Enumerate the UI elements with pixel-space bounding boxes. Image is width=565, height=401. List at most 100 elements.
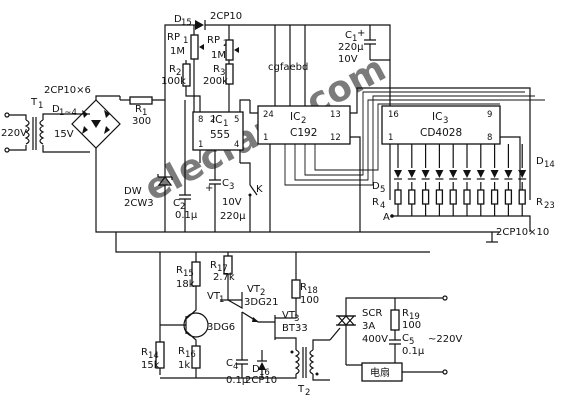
vt1-ref: VT — [207, 291, 221, 302]
d5-sub: 5 — [380, 185, 385, 195]
array-diode — [518, 170, 527, 178]
ic3-sub: 3 — [443, 116, 448, 126]
rp1-value: 1M — [170, 46, 185, 57]
c1-sub: 1 — [352, 34, 357, 44]
array-diode — [463, 170, 471, 178]
t1-sub: 1 — [38, 101, 43, 111]
ic2-pin-12: 12 — [330, 133, 341, 143]
potentiometer-rp2 — [225, 39, 234, 61]
array-diode — [449, 170, 458, 178]
zener-ref: DW — [124, 186, 142, 197]
d16-ref: D — [252, 364, 260, 375]
r16-ref: R — [178, 346, 185, 357]
d14-ref: D — [536, 156, 544, 167]
array-resistor — [518, 189, 526, 205]
r17-ref: R — [210, 260, 217, 271]
t2-ref: T — [297, 384, 305, 395]
zener-type: 2CW3 — [124, 198, 154, 209]
trigger-section: R 15 18k R 17 2.7k VT 2 3DG21 R 18 100 V… — [141, 252, 330, 398]
r14-sub: 14 — [148, 351, 159, 361]
d16-sub: 16 — [259, 368, 270, 378]
ic1-555 — [192, 111, 244, 151]
r15-ref: R — [176, 265, 183, 276]
vt1-sub: 1 — [219, 295, 224, 305]
vt3-sub: 3 — [294, 314, 299, 324]
ic2-type: C192 — [290, 127, 317, 139]
c1-value: 220μ — [338, 42, 364, 53]
secondary-voltage-label: 15V — [54, 129, 74, 140]
diode-resistor-pair — [421, 144, 430, 216]
array-resistor — [490, 189, 499, 205]
transformer-t2 — [294, 347, 315, 378]
r19-value: 100 — [402, 320, 421, 331]
diode-resistor-pair — [490, 144, 499, 216]
r14-value: 15k — [141, 360, 160, 371]
r23-ref: R — [536, 197, 543, 208]
vt2-type: 3DG21 — [244, 297, 279, 308]
r1-ref: R — [135, 104, 142, 115]
potentiometer-rp1 — [190, 34, 199, 60]
load-label: 电扇 — [370, 366, 390, 379]
ac-voltage: ~220V — [428, 334, 462, 345]
array-resistor — [449, 189, 457, 205]
c3-volt: 10V — [222, 197, 242, 208]
ic1-pin-4: 4 — [234, 140, 239, 150]
d15-type: 2CP10 — [210, 11, 242, 22]
transistor-vt1 — [183, 312, 209, 338]
c2-value: 0.1μ — [175, 210, 198, 221]
c4-sub: 4 — [233, 362, 238, 372]
r3-sub: 3 — [220, 68, 225, 78]
d5-ref: D — [372, 181, 380, 192]
r23-sub: 23 — [544, 201, 555, 211]
c5-value: 0.1μ — [402, 346, 425, 357]
ic2-pin-1: 1 — [263, 133, 268, 143]
segment-labels: cgfaebd — [268, 62, 308, 73]
vt2-ref: VT — [247, 284, 261, 295]
array-diode — [490, 170, 499, 178]
array-resistor — [477, 189, 485, 205]
rp1-ref: RP — [167, 32, 180, 43]
r4-ref: R — [372, 197, 379, 208]
ic1-pin-5: 5 — [234, 115, 239, 125]
diode-d16 — [258, 362, 266, 370]
r15-value: 18k — [176, 279, 195, 290]
array-diode — [407, 170, 416, 178]
ic1-pin-1: 1 — [198, 140, 203, 150]
vt1-type: 3DG6 — [207, 322, 235, 333]
ac-terminal-top — [442, 295, 448, 301]
ic2-c192 — [257, 105, 351, 145]
r19-sub: 19 — [409, 312, 420, 322]
t1-ref: T — [30, 97, 38, 108]
scr-voltage: 400V — [362, 334, 388, 345]
r16-sub: 16 — [185, 350, 196, 360]
resistor-r16 — [191, 345, 201, 369]
rectifier-ref: D — [52, 104, 60, 115]
array-diode — [476, 170, 485, 178]
ic1-type: 555 — [210, 129, 230, 141]
r3-ref: R — [213, 64, 220, 75]
diode-resistor-array — [394, 144, 527, 216]
ic3-pin-9: 9 — [487, 110, 492, 120]
array-resistor — [394, 189, 402, 205]
c4-value: 0.1μ — [226, 375, 249, 386]
mains-terminal-top — [4, 112, 10, 118]
array-diode — [435, 170, 444, 178]
d15-ref: D — [174, 14, 182, 25]
switch-k-label: K — [256, 184, 263, 195]
c5-ref: C — [402, 333, 409, 344]
d16-type: 2CP10 — [245, 375, 277, 386]
bridge-rectifier — [71, 99, 121, 149]
mains-terminal-bottom — [4, 147, 10, 153]
rp2-ref: RP — [207, 35, 220, 46]
scr-triac — [336, 315, 356, 326]
array-diode — [504, 170, 513, 178]
node-a-label: A — [383, 212, 390, 223]
array-diode — [421, 170, 430, 178]
resistor-r1 — [129, 96, 153, 105]
output-section: SCR 3A 400V R 19 100 C 5 0.1μ ~220V 电扇 — [329, 295, 462, 382]
r15-sub: 15 — [183, 269, 194, 279]
r4-sub: 4 — [380, 201, 385, 211]
transistor-vt3 — [258, 310, 297, 350]
r18-value: 100 — [300, 295, 319, 306]
diode-d15 — [195, 20, 204, 30]
